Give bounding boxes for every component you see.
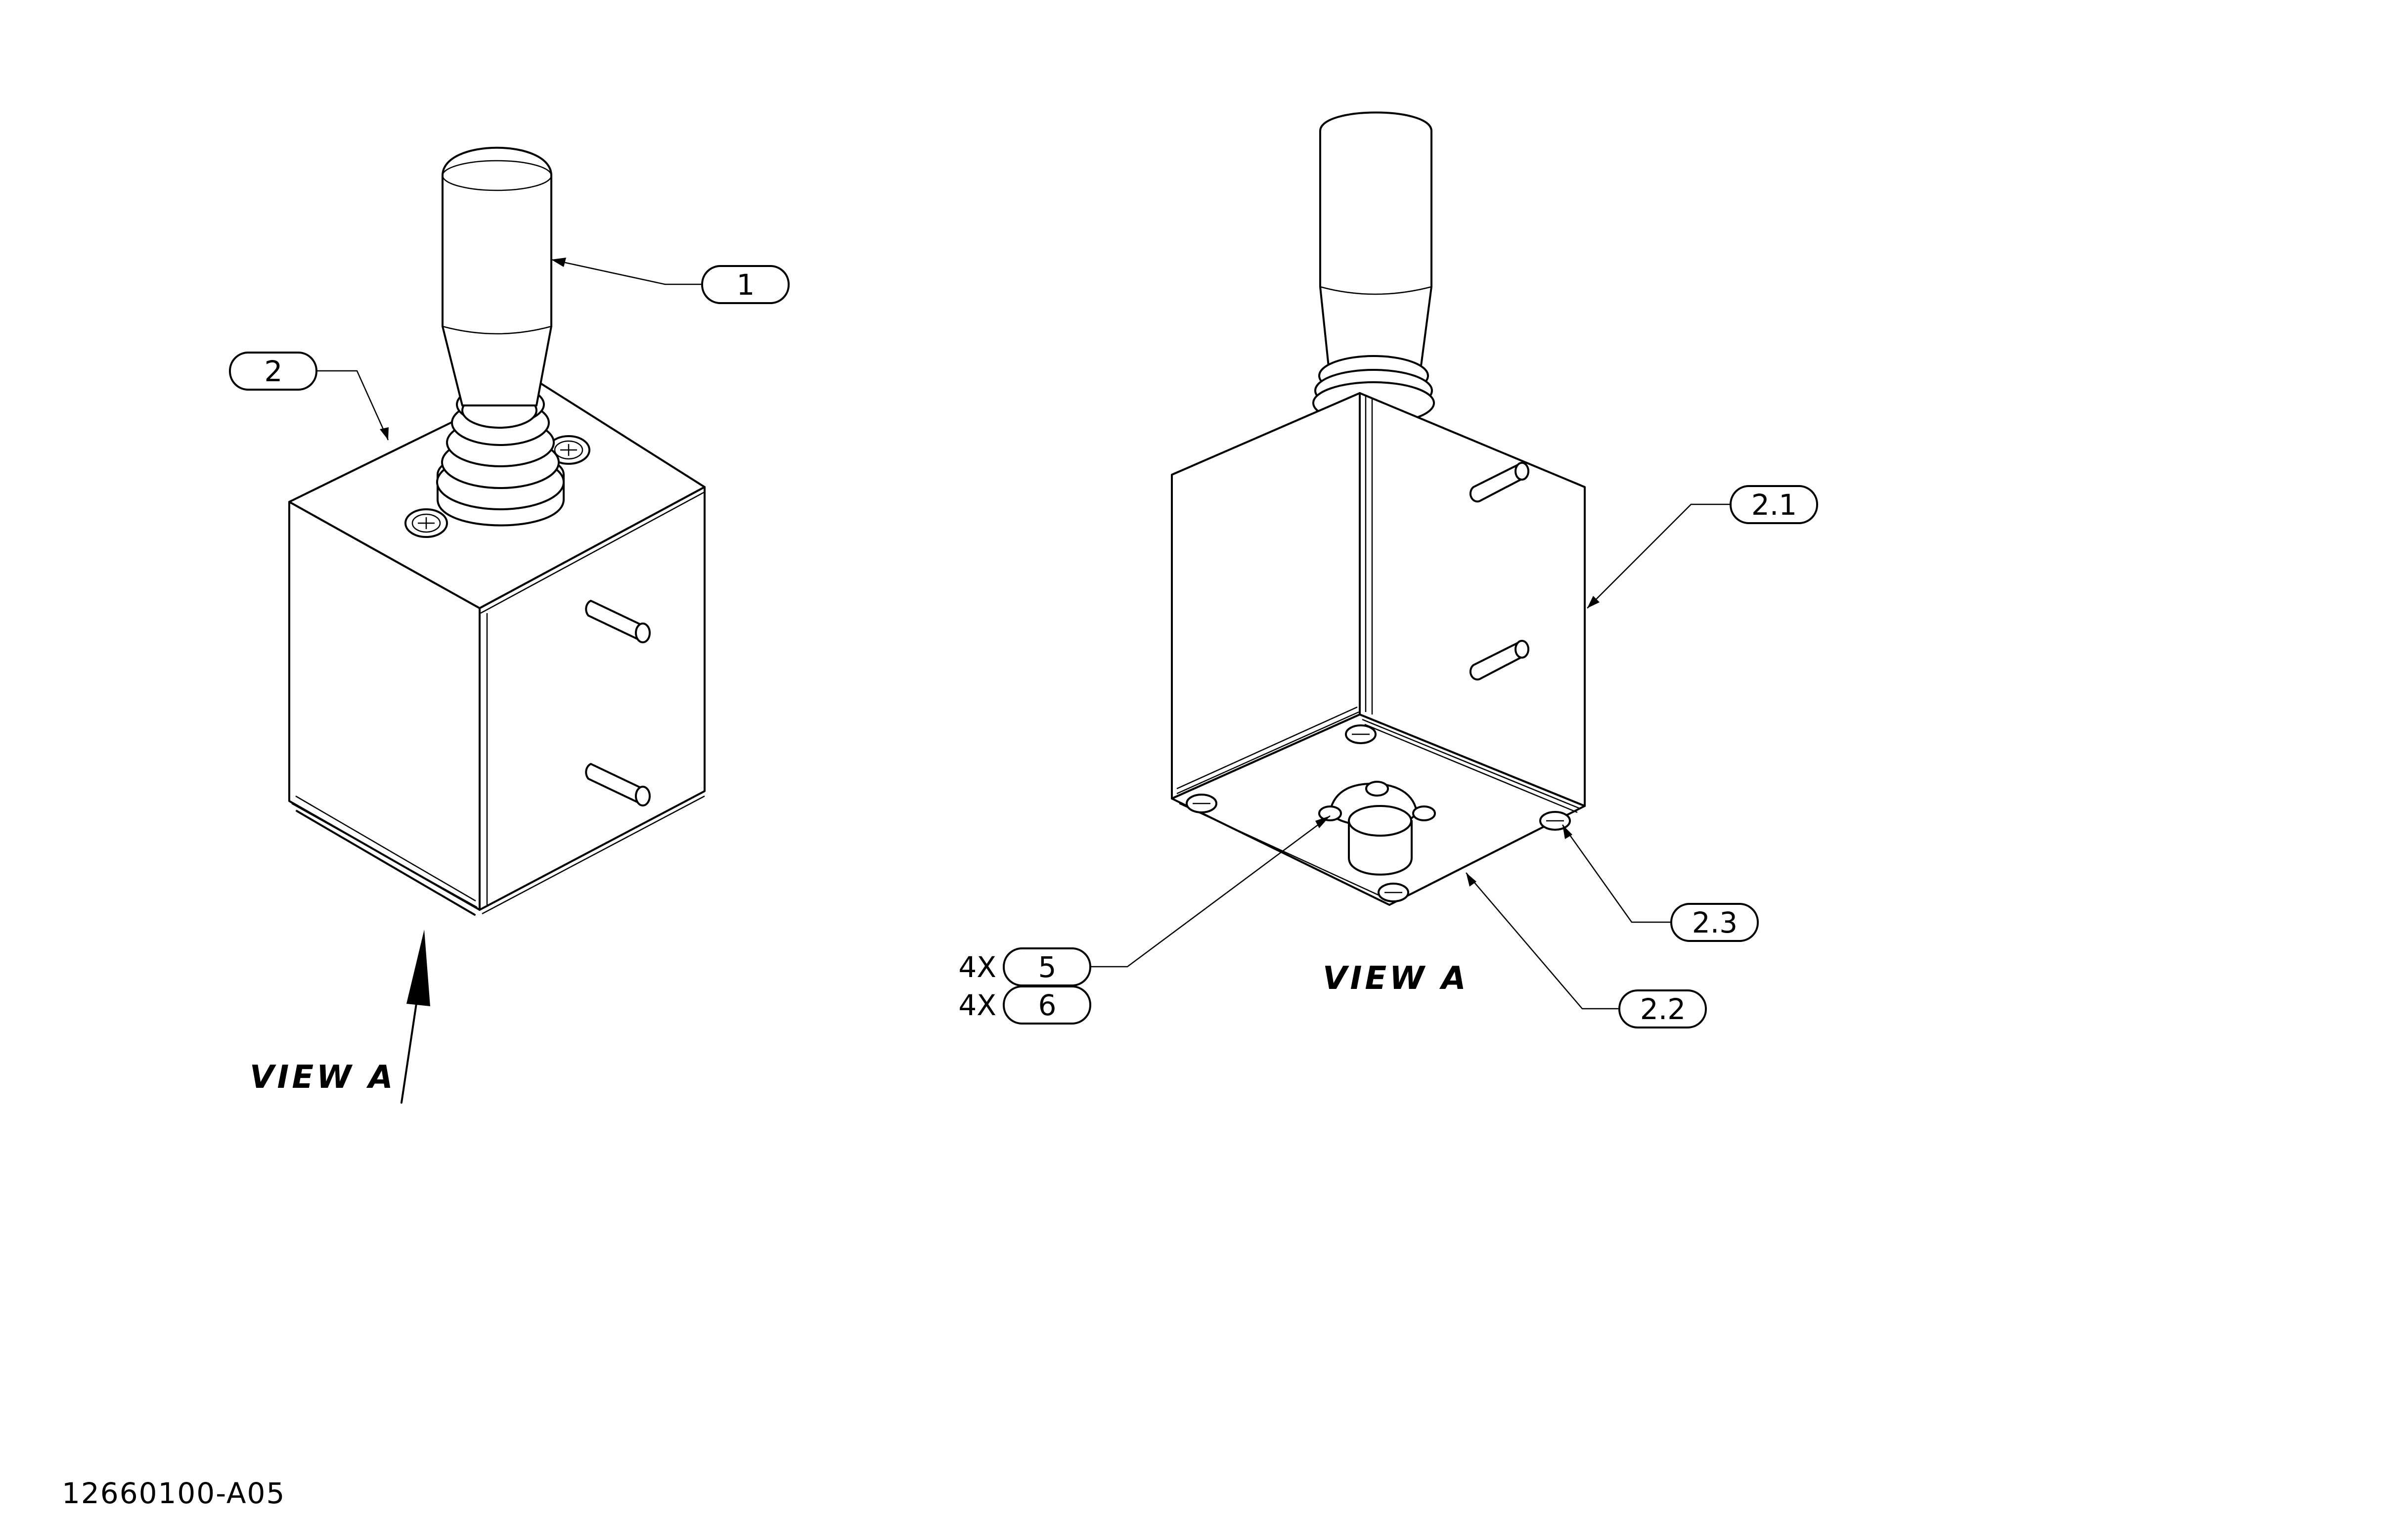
callout-6-quantity: 4X: [958, 988, 996, 1022]
bottom-screw-front-left: [1186, 794, 1217, 813]
leader-2-2: [1466, 872, 1619, 1010]
callout-5-label: 5: [1038, 950, 1057, 984]
callout-5: 5 4X: [958, 947, 1091, 986]
callout-2-1: 2.1: [1730, 485, 1818, 524]
callout-2: 2: [229, 352, 317, 391]
leader-2: [315, 370, 389, 441]
callout-2-2-label: 2.2: [1640, 992, 1686, 1026]
left-screw-front: [404, 508, 448, 538]
callout-6-label: 6: [1038, 988, 1057, 1022]
right-pin-upper: [1469, 462, 1529, 503]
callout-6: 6 4X: [958, 985, 1091, 1025]
left-joystick-view: [288, 146, 706, 1104]
bottom-screw-right: [1539, 811, 1571, 831]
callout-5-quantity: 4X: [958, 950, 996, 984]
right-handle: [1319, 111, 1432, 382]
left-box: [288, 380, 706, 916]
view-a-label-left: VIEW A: [250, 1059, 396, 1096]
leader-1: [551, 259, 702, 285]
left-handle: [442, 146, 552, 406]
left-pin-upper: [585, 600, 651, 643]
leader-2-3: [1561, 824, 1671, 923]
bottom-screw-back: [1345, 724, 1377, 744]
callout-1: 1: [701, 265, 790, 304]
left-pin-lower: [585, 763, 651, 806]
left-boot: [436, 384, 565, 527]
callout-2-2: 2.2: [1618, 989, 1707, 1028]
drawing-number: 12660100-A05: [62, 1476, 285, 1510]
right-pin-lower: [1469, 640, 1529, 681]
leader-2-1: [1587, 503, 1731, 609]
bottom-screw-front: [1378, 883, 1409, 902]
leader-5: [1090, 815, 1331, 968]
callout-2-3: 2.3: [1670, 903, 1759, 942]
view-a-arrow: [401, 930, 430, 1104]
callout-1-label: 1: [737, 268, 755, 302]
left-box-right-face: [479, 486, 706, 911]
callout-2-3-label: 2.3: [1692, 906, 1738, 939]
callout-2-label: 2: [265, 355, 283, 388]
right-joystick-view: [1090, 111, 1731, 1010]
right-box: [1171, 392, 1586, 906]
view-a-label-right: VIEW A: [1323, 960, 1469, 997]
bottom-connector: [1318, 781, 1436, 876]
callout-2-1-label: 2.1: [1751, 488, 1797, 522]
